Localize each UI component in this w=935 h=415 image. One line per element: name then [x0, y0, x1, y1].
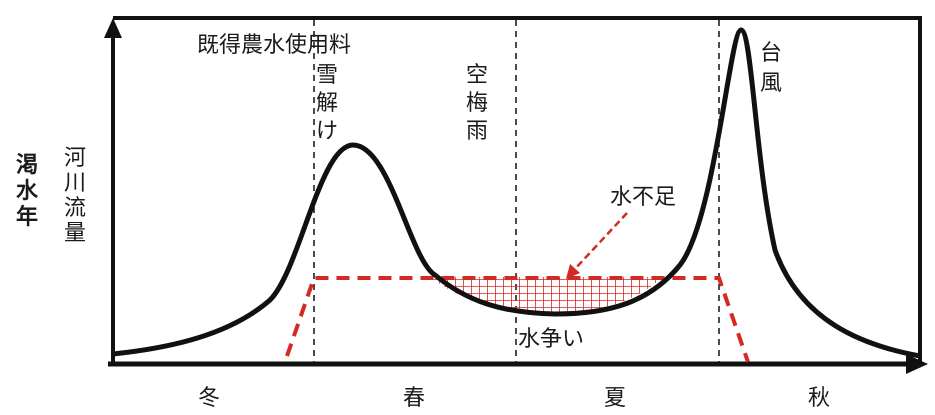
ylabel-flow-char-2: 川	[64, 171, 86, 196]
ylabel-river-flow: 河 川 流 量	[64, 146, 86, 246]
ylabel-flow-char-3: 流	[64, 196, 86, 221]
label-conflict: 水争い	[518, 327, 584, 352]
typhoon-char-1: 台	[760, 41, 782, 66]
shortage-arrow-line	[573, 212, 628, 271]
ylabel-dry-char-3: 年	[16, 204, 38, 230]
label-snowmelt: 雪 解 け	[316, 63, 338, 144]
season-autumn: 秋	[808, 386, 830, 411]
label-agri-water: 既得農水使用料	[197, 33, 351, 58]
shortage-arrow-head	[566, 264, 580, 279]
snowmelt-char-1: 雪	[316, 63, 338, 88]
y-axis-arrow	[104, 18, 122, 38]
rainy-char-2: 梅	[466, 91, 488, 116]
typhoon-char-2: 風	[760, 71, 782, 96]
demand-line	[285, 276, 750, 363]
snowmelt-char-3: け	[316, 119, 338, 144]
rainy-char-1: 空	[466, 63, 488, 88]
rainy-char-3: 雨	[466, 119, 488, 144]
plot-frame	[113, 16, 922, 362]
label-typhoon: 台 風	[760, 41, 782, 96]
season-spring: 春	[403, 386, 425, 411]
x-axis-arrow	[906, 354, 928, 374]
label-shortage: 水不足	[610, 185, 676, 210]
ylabel-dry-char-1: 渇	[16, 152, 38, 178]
ylabel-flow-char-1: 河	[64, 146, 86, 171]
river-flow-curve	[112, 27, 921, 359]
label-rainy-season: 空 梅 雨	[466, 63, 488, 144]
ylabel-dry-year: 渇 水 年	[16, 152, 39, 230]
snowmelt-char-2: 解	[316, 91, 338, 116]
ylabel-dry-char-2: 水	[16, 179, 39, 204]
season-winter: 冬	[198, 386, 220, 411]
season-summer: 夏	[604, 386, 626, 411]
ylabel-flow-char-4: 量	[64, 221, 86, 246]
